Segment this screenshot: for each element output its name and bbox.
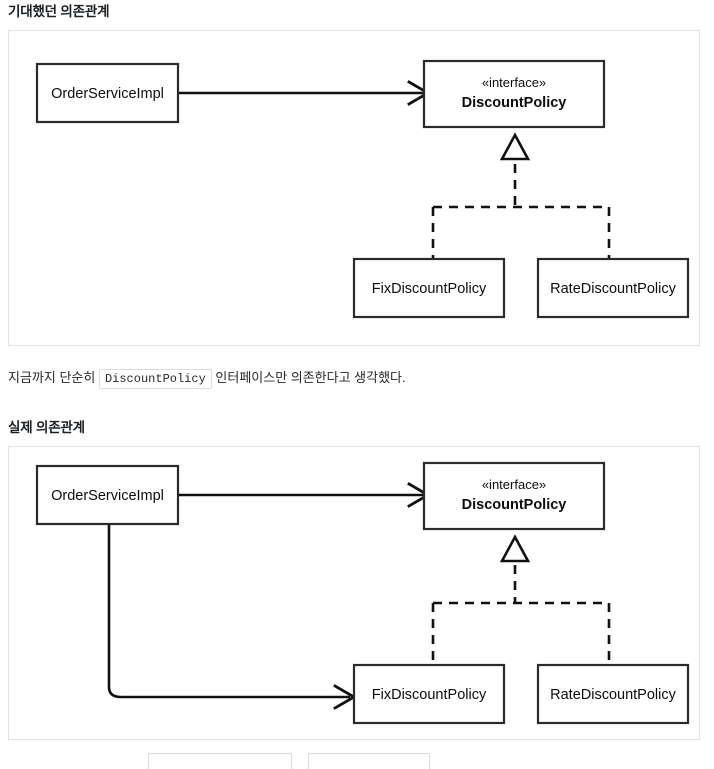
node-discount-policy-interface (422, 59, 606, 129)
actual-dependency-svg: OrderServiceImpl «interface» DiscountPol… (35, 461, 690, 725)
expected-dependency-svg: OrderServiceImpl «interface» DiscountPol… (35, 59, 690, 319)
explanatory-paragraph: 지금까지 단순히 DiscountPolicy 인터페이스만 의존한다고 생각했… (8, 368, 406, 389)
paragraph-text-before: 지금까지 단순히 (8, 370, 99, 385)
diagram-actual-dependency: OrderServiceImpl «interface» DiscountPol… (8, 446, 700, 740)
node-discount-policy-stereotype: «interface» (482, 75, 546, 90)
node-discount-policy-stereotype: «interface» (482, 477, 546, 492)
diagram-expected-dependency: OrderServiceImpl «interface» DiscountPol… (8, 30, 700, 346)
paragraph-text-after: 인터페이스만 의존한다고 생각했다. (211, 370, 406, 385)
inline-code-discount-policy: DiscountPolicy (98, 369, 212, 389)
node-rate-discount-policy (536, 257, 690, 319)
node-order-service-impl (35, 62, 180, 124)
node-discount-policy-label: DiscountPolicy (462, 95, 567, 111)
node-order-service-impl-label: OrderServiceImpl (51, 488, 164, 504)
node-rate-discount-policy (536, 663, 690, 725)
inline-code-chip-first (148, 753, 292, 769)
node-fix-discount-policy-label: FixDiscountPolicy (372, 281, 487, 297)
realization-triangle (499, 132, 531, 161)
node-rate-discount-policy-label: RateDiscountPolicy (550, 687, 676, 703)
node-rate-discount-policy-label: RateDiscountPolicy (550, 281, 676, 297)
edge-client-to-fix-discount-policy (107, 524, 350, 699)
page-title-expected: 기대했던 의존관계 (8, 4, 110, 19)
node-discount-policy-interface (422, 461, 606, 531)
realization-triangle (499, 534, 531, 563)
page-title-actual: 실제 의존관계 (8, 420, 85, 435)
node-fix-discount-policy (352, 257, 506, 319)
node-fix-discount-policy (352, 663, 506, 725)
node-order-service-impl-label: OrderServiceImpl (51, 86, 164, 102)
node-order-service-impl (35, 464, 180, 526)
next-paragraph-clipped (8, 753, 706, 769)
node-discount-policy-label: DiscountPolicy (462, 497, 567, 513)
node-fix-discount-policy-label: FixDiscountPolicy (372, 687, 487, 703)
inline-code-chip-second (308, 753, 430, 769)
